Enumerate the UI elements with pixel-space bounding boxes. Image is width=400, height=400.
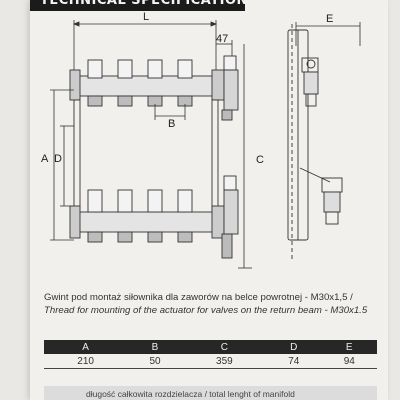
dimension-b: [154, 104, 186, 120]
return-beam: [69, 175, 239, 259]
dimension-e: [295, 22, 361, 46]
section-title: TECHNICAL SPECIFICATIONS: [40, 0, 245, 8]
caption-polish: Gwint pod montaż siłownika dla zaworów n…: [44, 292, 353, 303]
spec-header-d: D: [266, 340, 322, 354]
dim-label-a: A: [41, 153, 49, 165]
manifold-technical-drawing: L 47 E: [41, 11, 361, 269]
spec-value-e: 94: [321, 354, 377, 369]
footer-note-bar: długość całkowita rozdzielacza / total l…: [44, 386, 377, 400]
dim-label-b: B: [168, 118, 175, 130]
spec-value-b: 50: [127, 354, 183, 369]
footer-note: długość całkowita rozdzielacza / total l…: [86, 389, 295, 399]
dimension-a-d: [50, 89, 74, 241]
spec-value-d: 74: [266, 354, 322, 369]
dim-label-e: E: [326, 13, 333, 25]
document-page: TECHNICAL SPECIFICATIONS L 47 E: [30, 0, 388, 400]
section-header: TECHNICAL SPECIFICATIONS: [30, 0, 245, 11]
spec-header-row: A B C D E: [44, 340, 377, 354]
manifold-side-view: [287, 24, 343, 260]
spec-value-c: 359: [182, 354, 266, 369]
dim-label-l: L: [143, 11, 149, 23]
dim-label-c: C: [256, 154, 264, 166]
caption-english: Thread for mounting of the actuator for …: [44, 305, 368, 316]
spec-header-e: E: [321, 340, 377, 354]
spec-header-c: C: [182, 340, 266, 354]
spec-header-b: B: [127, 340, 183, 354]
spec-table: A B C D E 210 50 359 74 94: [44, 340, 377, 369]
dim-label-47: 47: [216, 33, 228, 45]
dimension-c: [238, 44, 252, 269]
dimension-l: [72, 20, 218, 70]
supply-beam: [69, 55, 239, 121]
spec-value-a: 210: [44, 354, 128, 369]
spec-value-row: 210 50 359 74 94: [44, 354, 377, 369]
dim-label-d: D: [54, 153, 62, 165]
spec-header-a: A: [44, 340, 128, 354]
